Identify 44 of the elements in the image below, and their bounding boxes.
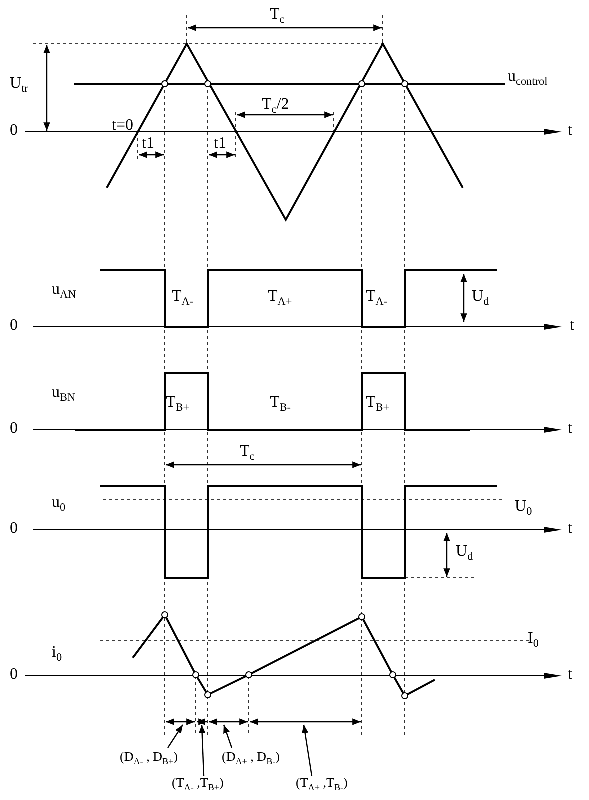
- level-label: U$_{0}$: [515, 498, 532, 520]
- signal-label: u$_{BN}$: [52, 384, 76, 406]
- leader-line: [198, 724, 206, 776]
- dimension-label: T$_{c}$: [270, 6, 285, 28]
- interval-label: T$_{A+}$: [268, 288, 292, 310]
- interval-label: T$_{B+}$: [366, 394, 390, 416]
- dimension-label: t1: [214, 135, 226, 153]
- dimension-label: U$_{d}$: [472, 288, 490, 310]
- signal-label: u$_{0}$: [52, 494, 66, 516]
- leader-line: [302, 724, 313, 776]
- dimension-label: U$_{tr}$: [10, 75, 28, 98]
- dimension-line: [166, 718, 195, 726]
- interval-label: (D$_{A+}$ , D$_{B-}$): [222, 748, 280, 771]
- interval-label: T$_{A-}$: [172, 288, 194, 310]
- interval-label: (T$_{A+}$ ,T$_{B-}$): [296, 774, 348, 797]
- dimension-line: [197, 718, 207, 726]
- signal-label: u$_{AN}$: [52, 281, 76, 304]
- axis-label: t: [570, 317, 574, 335]
- interval-label: T$_{B-}$: [270, 394, 291, 416]
- dimension-line: [209, 718, 248, 726]
- axis-label: 0: [10, 666, 18, 684]
- dimension-line: [250, 718, 361, 726]
- axis-label: 0: [10, 317, 18, 335]
- axis-label: 0: [10, 420, 18, 438]
- leader-line: [168, 724, 184, 748]
- dimension-label: t1: [142, 135, 154, 153]
- axis-label: 0: [10, 122, 18, 140]
- level-label: I$_{0}$: [528, 630, 539, 652]
- signal-label: i$_{0}$: [52, 644, 62, 666]
- dimension-label: T$_{c}$: [240, 443, 255, 466]
- axis-label: t: [568, 122, 572, 140]
- interval-label: T$_{B+}$: [166, 394, 190, 416]
- interval-label: (T$_{A-}$ ,T$_{B+}$): [172, 774, 224, 797]
- interval-label: (D$_{A-}$ , D$_{B+}$): [120, 748, 178, 771]
- dimension-label: T$_{c}$/2: [262, 96, 290, 118]
- interval-label: T$_{A-}$: [366, 288, 388, 310]
- leader-line: [223, 724, 233, 748]
- axis-label: t: [568, 520, 572, 538]
- axis-label: t: [568, 420, 572, 438]
- time-origin-label: t=0: [112, 117, 134, 135]
- axis-label: 0: [10, 520, 18, 538]
- signal-label: u$_{control}$: [508, 68, 548, 90]
- dimension-label: U$_{d}$: [456, 543, 474, 566]
- axis-label: t: [568, 666, 572, 684]
